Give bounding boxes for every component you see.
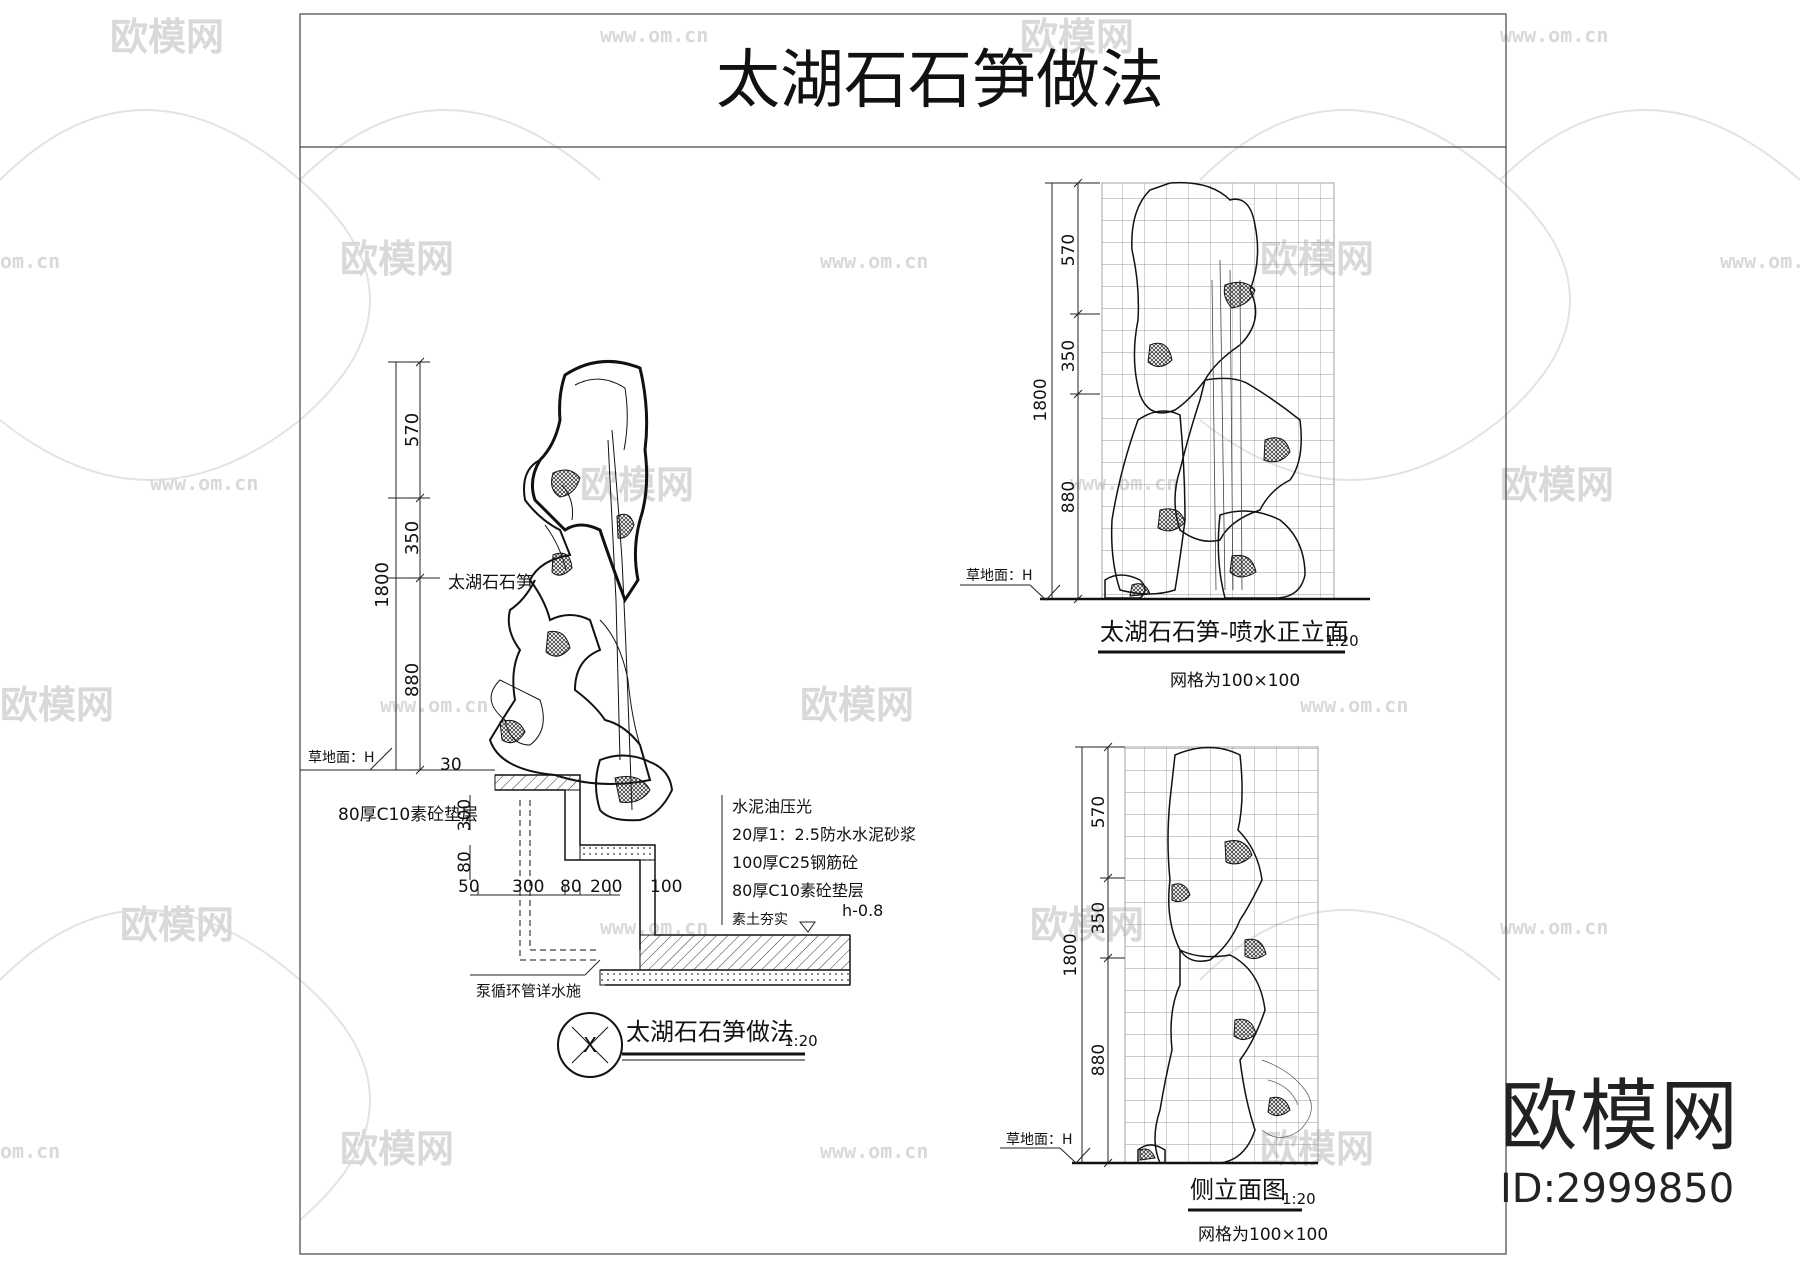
section-symbol: X — [583, 1033, 597, 1057]
section-layer: 20厚1：2.5防水水泥砂浆 — [732, 825, 916, 844]
section-dim-bottom: 80 — [560, 877, 582, 897]
front-dim-top: 570 — [1059, 234, 1079, 266]
section-pipe-label: 泵循环管详水施 — [476, 982, 581, 1000]
wm-url: www.om.cn — [820, 1139, 928, 1163]
section-dim-total: 1800 — [372, 562, 393, 608]
section-dim-top: 570 — [402, 413, 423, 447]
section-bottom-dims: 50 300 80 200 100 — [458, 877, 682, 897]
wm-url: www.om.cn — [1500, 915, 1608, 939]
section-dim-v80: 80 — [455, 851, 475, 873]
wm-url: www.om.cn — [380, 693, 488, 717]
section-water-level: h-0.8 — [842, 901, 883, 920]
front-dim-low: 880 — [1059, 481, 1079, 513]
brand-corner: 欧模网 ID:2999850 — [1500, 1078, 1740, 1212]
front-dim-mid: 350 — [1059, 340, 1079, 372]
front-grade-label: 草地面：H — [966, 568, 1033, 584]
side-dim-mid: 350 — [1089, 902, 1109, 934]
front-dim-total: 1800 — [1031, 378, 1051, 421]
side-title: 侧立面图 — [1190, 1176, 1286, 1204]
wm-brand: 欧模网 — [1500, 463, 1614, 507]
watermark-layer: 欧模网 欧模网 www.om.cn www.om.cn 欧模网 欧模网 om.c… — [0, 15, 1800, 1221]
wm-brand: 欧模网 — [0, 683, 114, 727]
wm-url: www.om.cn — [1300, 693, 1408, 717]
sheet-title: 太湖石石笋做法 — [716, 44, 1164, 118]
front-title: 太湖石石笋-喷水正立面 — [1100, 618, 1349, 646]
section-layer: 80厚C10素砼垫层 — [732, 881, 864, 900]
section-layer: 水泥油压光 — [732, 797, 812, 816]
side-dim-top: 570 — [1089, 796, 1109, 828]
section-grade-label: 草地面：H — [308, 750, 375, 766]
side-grid-note: 网格为100×100 — [1198, 1225, 1328, 1245]
wm-brand: 欧模网 — [580, 463, 694, 507]
brand-name: 欧模网 — [1499, 1072, 1740, 1162]
wm-brand: 欧模网 — [110, 15, 224, 59]
section-dim-bottom: 200 — [590, 877, 622, 897]
section-layer-callouts: 水泥油压光 20厚1：2.5防水水泥砂浆 100厚C25钢筋砼 80厚C10素砼… — [732, 797, 916, 928]
side-grade-label: 草地面：H — [1006, 1132, 1073, 1148]
wm-url: www.om.cn — [150, 471, 258, 495]
section-dim-bottom: 300 — [512, 877, 544, 897]
front-scale: 1:20 — [1325, 632, 1359, 650]
section-dim-mid: 350 — [402, 521, 423, 555]
wm-brand: 欧模网 — [800, 683, 914, 727]
section-stone-label: 太湖石石笋 — [448, 573, 533, 593]
wm-url: www.om.cn — [600, 23, 708, 47]
section-dim-slab: 300 — [455, 799, 475, 831]
wm-brand: 欧模网 — [1020, 15, 1134, 59]
side-scale: 1:20 — [1282, 1190, 1316, 1208]
front-grid-note: 网格为100×100 — [1170, 671, 1300, 691]
section-dim-bottom: 50 — [458, 877, 480, 897]
wm-brand: 欧模网 — [340, 1127, 454, 1171]
brand-id: ID:2999850 — [1499, 1166, 1735, 1212]
section-title: 太湖石石笋做法 — [626, 1018, 794, 1046]
wm-url: www.om.cn — [1500, 23, 1608, 47]
side-elevation: 1800 570 350 880 草地面：H 侧立面图 1:20 网格为100×… — [1000, 742, 1328, 1245]
sheet-frame — [299, 13, 1507, 1255]
wm-url: www.om.cn — [820, 249, 928, 273]
section-dim-low: 880 — [402, 663, 423, 697]
front-elevation: 1800 570 350 880 草地面：H 太湖石石笋-喷水正立面 1: — [960, 178, 1370, 691]
wm-brand: 欧模网 — [120, 903, 234, 947]
section-drawing: 1800 570 350 880 太湖石石笋 — [300, 357, 916, 1078]
section-layer: 100厚C25钢筋砼 — [732, 853, 858, 872]
section-layer: 素土夯实 — [732, 912, 788, 928]
wm-url: www.om.cn — [1720, 249, 1800, 273]
section-dim-bottom: 100 — [650, 877, 682, 897]
wm-url: om.cn — [0, 249, 60, 273]
side-dim-low: 880 — [1089, 1044, 1109, 1076]
section-dim-base: 30 — [440, 755, 462, 775]
section-base-layer: 80厚C10素砼垫层 — [338, 805, 478, 825]
wm-brand: 欧模网 — [340, 237, 454, 281]
side-dim-total: 1800 — [1061, 933, 1081, 976]
section-scale: 1:20 — [784, 1032, 818, 1050]
wm-url: om.cn — [0, 1139, 60, 1163]
